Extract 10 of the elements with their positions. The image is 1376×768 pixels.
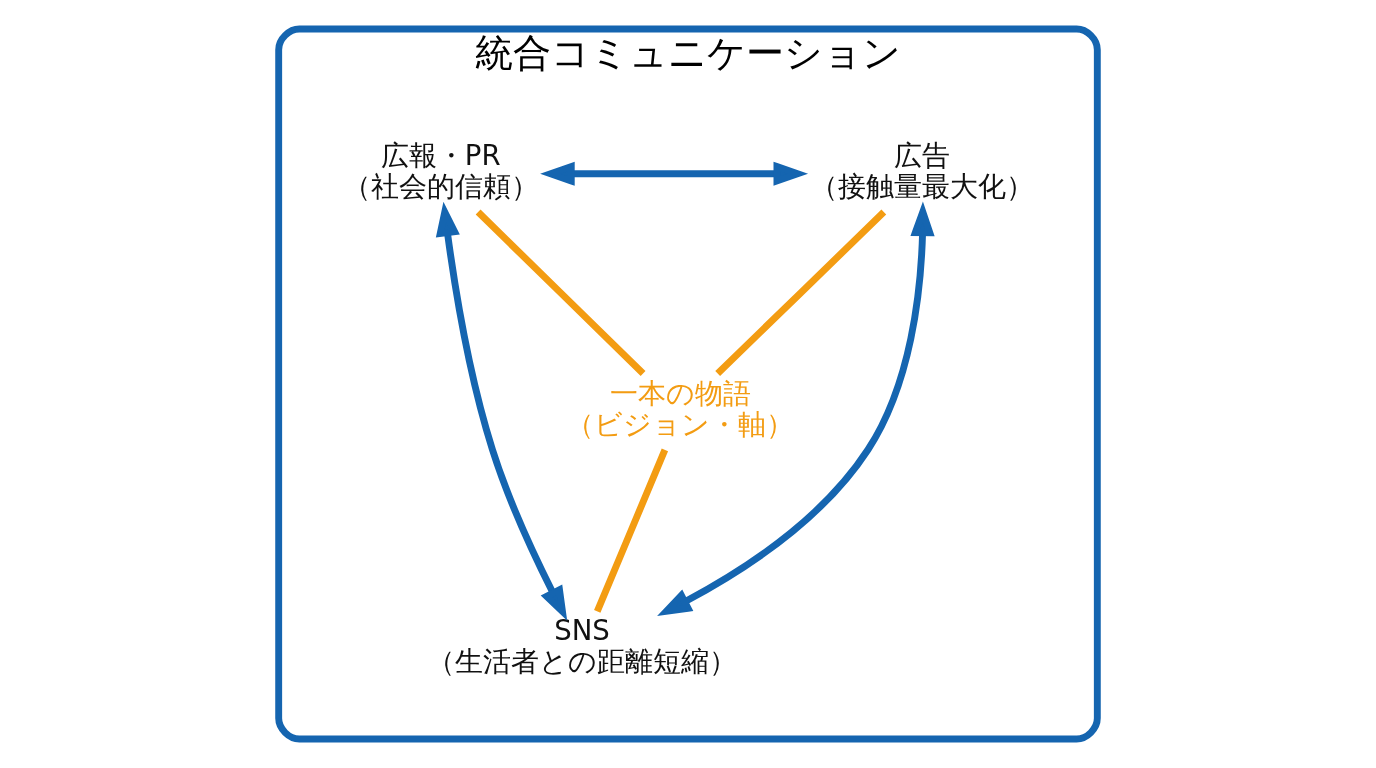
arrow <box>540 161 809 186</box>
node-text: SNS （生活者との距離短縮） <box>427 614 738 679</box>
node-text: 広告 （接触量最大化） <box>809 138 1034 203</box>
connector <box>475 209 646 376</box>
connector <box>594 448 669 613</box>
node-text: 広報・PR （社会的信頼） <box>342 138 539 203</box>
connector <box>715 209 887 376</box>
arrow <box>435 201 568 621</box>
node-text: 一本の物語 （ビジョン・軸） <box>566 376 795 441</box>
arrow <box>657 201 935 617</box>
